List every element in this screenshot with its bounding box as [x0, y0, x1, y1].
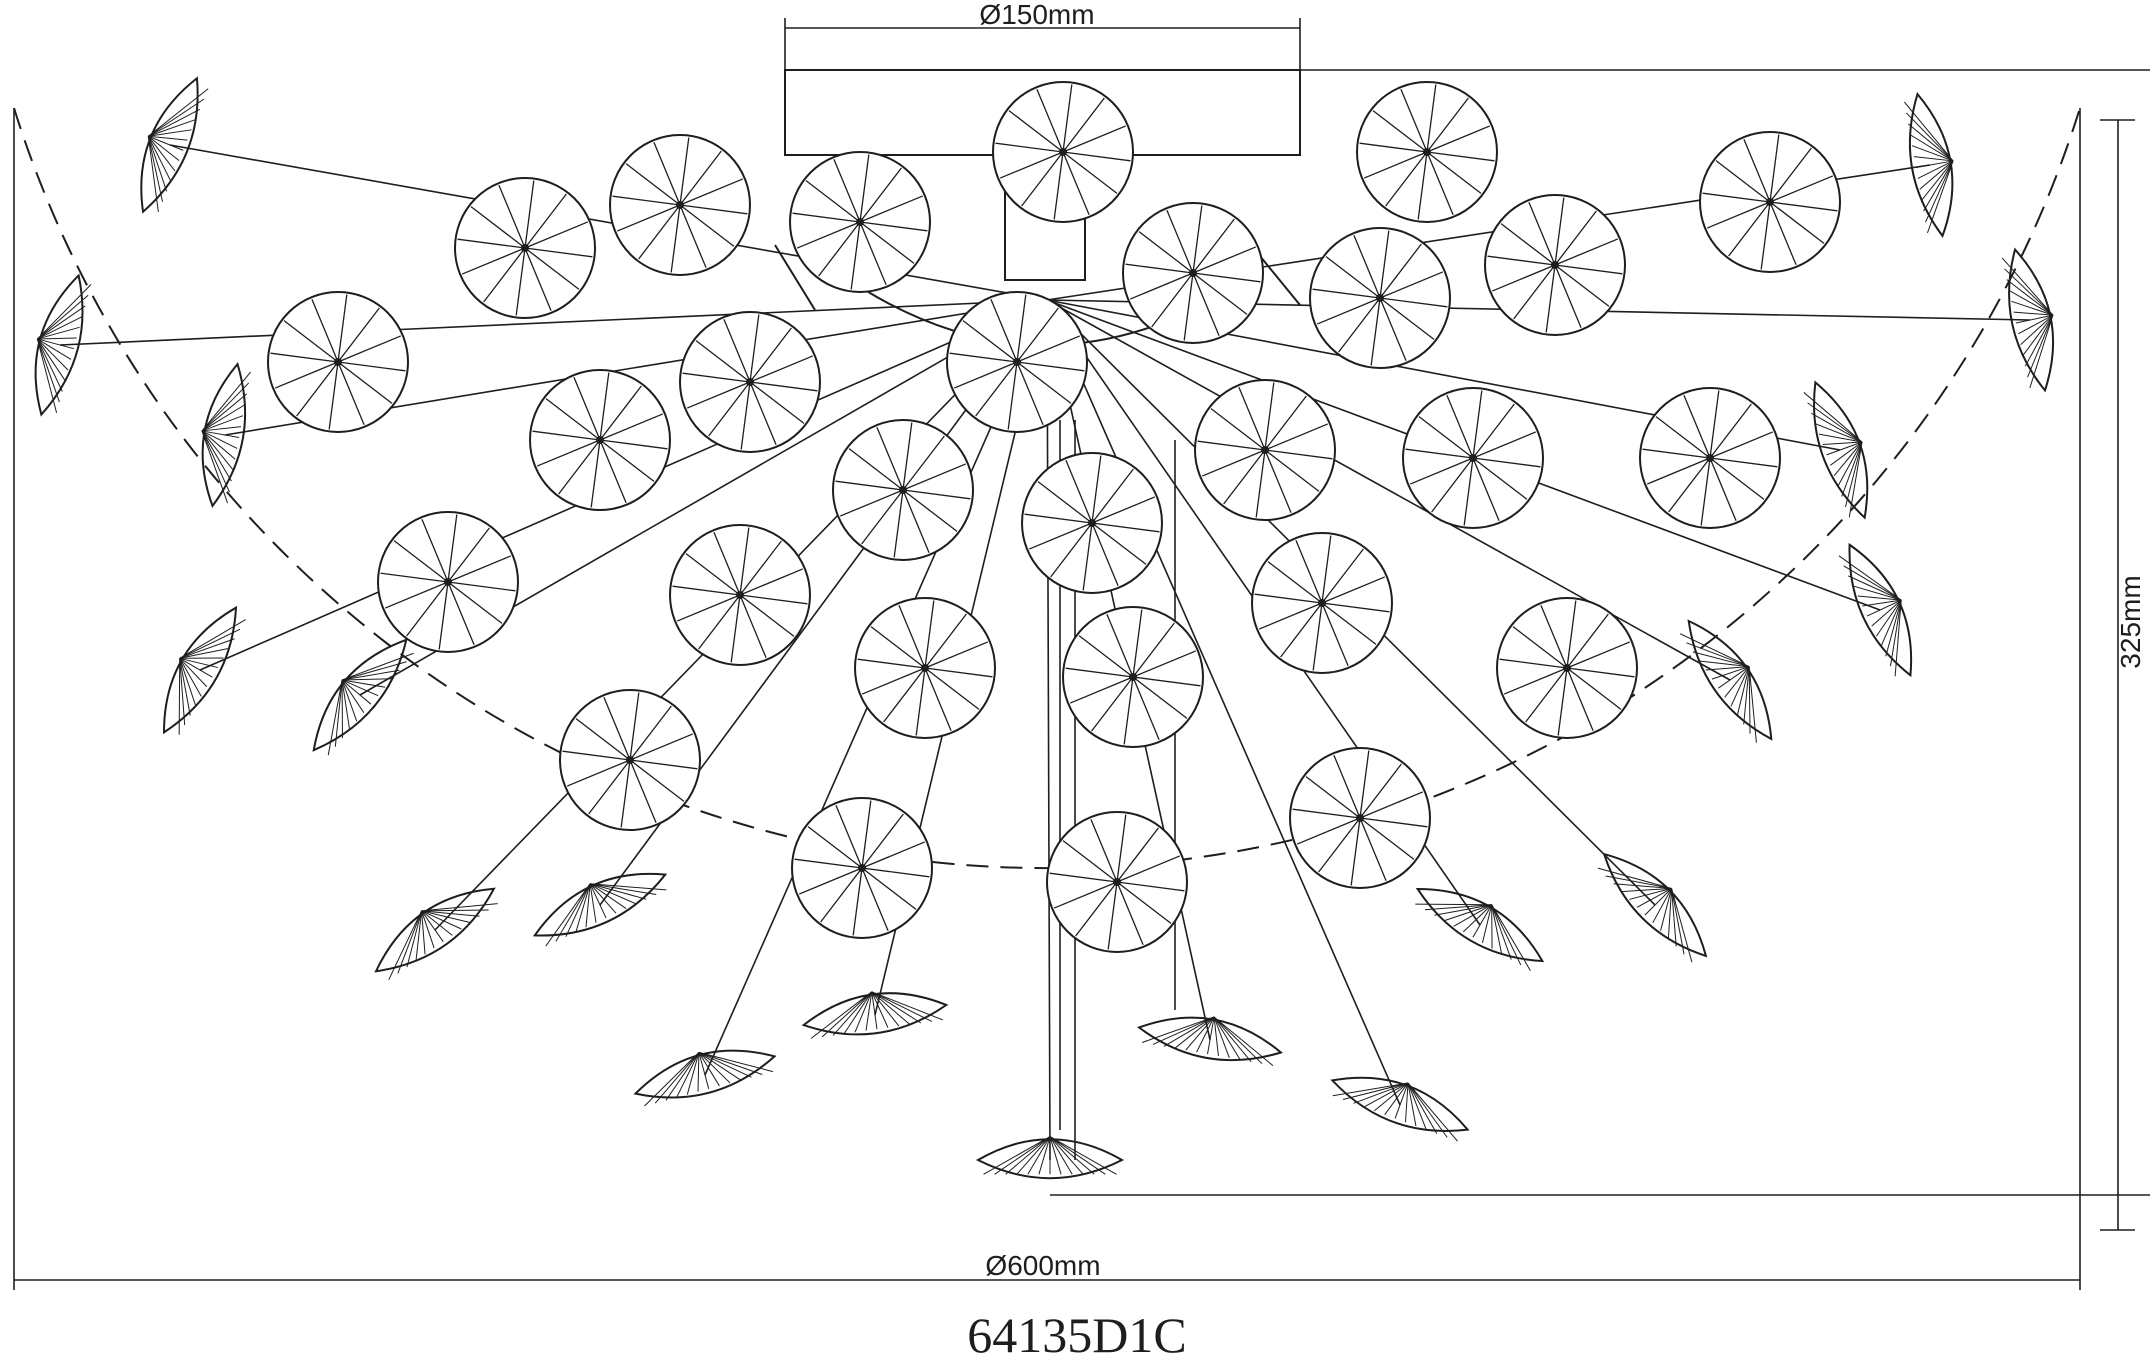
crystal-cone-shades [34, 76, 2055, 1180]
crystal-disc [1484, 194, 1626, 336]
crystal-disc [854, 597, 996, 739]
crystal-disc [789, 151, 931, 293]
crystal-disc [454, 177, 596, 319]
crystal-disc [791, 797, 933, 939]
arm-rod [1046, 299, 1731, 681]
crystal-disc [1122, 202, 1264, 344]
crystal-disc [267, 291, 409, 433]
mount-bracket-left [774, 244, 816, 311]
cone-shade [34, 273, 92, 417]
arm-rod [1046, 299, 1051, 1161]
cone-shade [201, 362, 252, 508]
crystal-disc [1356, 81, 1498, 223]
cone-shade [633, 1049, 777, 1107]
overall-diameter-label: Ø600mm [985, 1250, 1100, 1281]
crystal-disc [832, 419, 974, 561]
crystal-disc [679, 311, 821, 453]
crystal-disc [377, 511, 519, 653]
cone-shade [140, 76, 209, 214]
crystal-disc [1251, 532, 1393, 674]
crystal-disc [1309, 227, 1451, 369]
crystal-disc [1496, 597, 1638, 739]
crystal-disc [1699, 131, 1841, 273]
crystal-disc [1021, 452, 1163, 594]
crystal-disc [1639, 387, 1781, 529]
cone-shade [1679, 619, 1773, 743]
cone-shade [1903, 92, 1954, 238]
cone-shade [162, 605, 246, 735]
crystal-disc [559, 689, 701, 831]
crystal-disc [1289, 747, 1431, 889]
cone-shade [2001, 247, 2055, 393]
cone-shade [1330, 1076, 1470, 1142]
height-label: 325mm [2115, 575, 2146, 668]
cone-shade [1597, 852, 1708, 963]
arm-rod [1046, 299, 1401, 1106]
top-diameter-label: Ø150mm [979, 0, 1094, 30]
hemisphere-outline [13, 107, 2081, 869]
dimension-lines [13, 18, 2150, 1290]
crystal-disc [946, 291, 1088, 433]
cone-shade [312, 638, 414, 756]
cone-shade [1137, 1016, 1283, 1067]
crystal-disc [1402, 387, 1544, 529]
crystal-disc [609, 134, 751, 276]
cone-shade [374, 887, 498, 981]
cone-shade [532, 872, 668, 947]
crystal-disc [669, 524, 811, 666]
crystal-disc [1046, 811, 1188, 953]
cone-shade [1803, 380, 1869, 520]
model-number: 64135D1C [967, 1307, 1186, 1363]
cone-shade [975, 1136, 1125, 1180]
arm-rod [59, 299, 1048, 346]
crystal-disc-ornaments [267, 81, 1841, 953]
crystal-disc [992, 81, 1134, 223]
cone-shade [1415, 887, 1545, 971]
crystal-disc [529, 369, 671, 511]
cone-shade [1838, 542, 1913, 678]
cone-shade [801, 991, 949, 1039]
overall-silhouette-outline [13, 107, 2081, 869]
crystal-disc [1062, 606, 1204, 748]
crystal-disc [1194, 379, 1336, 521]
